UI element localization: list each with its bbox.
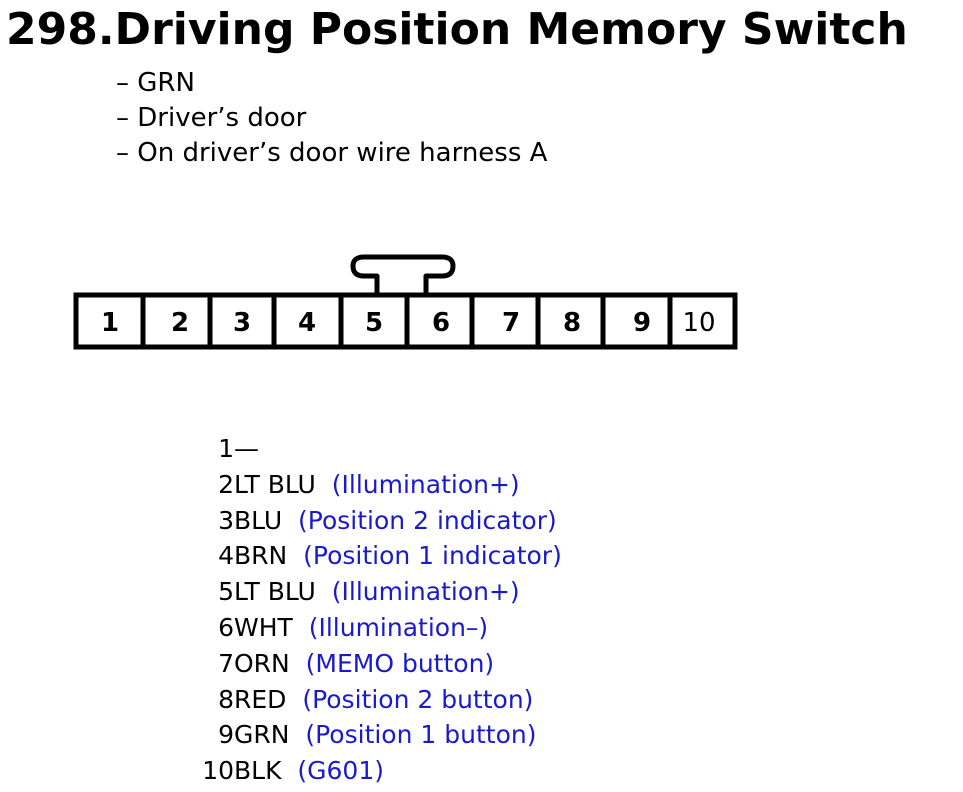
- wire-color: BLU: [234, 505, 283, 535]
- wire-color: GRN: [234, 720, 290, 750]
- pin-function: (Position 2 button): [302, 684, 534, 714]
- pin-number: 6: [218, 612, 234, 642]
- connector-harness: – On driver’s door wire harness A: [116, 138, 548, 168]
- wire-color: BLK: [234, 756, 282, 786]
- pin-label-10: 10: [682, 308, 715, 338]
- pin-label-5: 5: [365, 308, 383, 338]
- wire-color: BRN: [234, 541, 288, 571]
- pinout-row: 1 —: [0, 431, 963, 467]
- pin-label-9: 9: [633, 308, 651, 338]
- no-connection-dash: —: [234, 434, 259, 463]
- pinout-row: 2 LT BLU (Illumination+): [0, 467, 963, 503]
- pin-number: 4: [218, 541, 234, 571]
- pin-detail: ORN (MEMO button): [234, 646, 494, 682]
- connector-latch: [350, 254, 456, 296]
- pin-number: 3: [218, 505, 234, 535]
- pin-label-1: 1: [101, 308, 119, 338]
- connector-diagram: 1 2 3 4 5 6 7 8 9 10: [73, 254, 738, 350]
- wire-color: RED: [234, 684, 287, 714]
- pin-detail: GRN (Position 1 button): [234, 717, 536, 753]
- connector-location: – Driver’s door: [116, 103, 307, 133]
- wire-color: LT BLU: [234, 469, 316, 499]
- pin-function: (G601): [297, 756, 384, 786]
- cavity-dividers: [140, 295, 673, 347]
- pin-number: 10: [202, 756, 234, 786]
- pin-number: 5: [218, 577, 234, 607]
- pin-function: (Illumination–): [308, 612, 489, 642]
- pin-number: 9: [218, 720, 234, 750]
- pin-label-2: 2: [171, 308, 189, 338]
- pin-label-7: 7: [502, 308, 520, 338]
- pinout-row: 9 GRN (Position 1 button): [0, 717, 963, 753]
- wire-color: LT BLU: [234, 577, 316, 607]
- pin-label-4: 4: [298, 308, 316, 338]
- pinout-row: 7 ORN (MEMO button): [0, 646, 963, 682]
- pinout-row: 8 RED (Position 2 button): [0, 682, 963, 718]
- pin-function: (MEMO button): [305, 648, 495, 678]
- pin-function: (Illumination+): [331, 469, 520, 499]
- pinout-list: 1 — 2 LT BLU (Illumination+) 3 BLU (Posi…: [0, 431, 963, 789]
- pin-detail: WHT (Illumination–): [234, 610, 488, 646]
- pin-function: (Position 1 indicator): [303, 541, 562, 571]
- pinout-row: 4 BRN (Position 1 indicator): [0, 538, 963, 574]
- pin-function: (Position 2 indicator): [298, 505, 557, 535]
- wire-color: ORN: [234, 648, 290, 678]
- pin-number: 2: [218, 469, 234, 499]
- pinout-row: 10 BLK (G601): [0, 753, 963, 789]
- page-title: 298.Driving Position Memory Switch: [6, 4, 908, 55]
- pin-detail: LT BLU (Illumination+): [234, 467, 520, 503]
- pin-detail: LT BLU (Illumination+): [234, 574, 520, 610]
- connector-color: – GRN: [116, 68, 195, 98]
- pin-detail: BLK (G601): [234, 753, 384, 789]
- wire-color: WHT: [234, 612, 293, 642]
- pin-function: (Illumination+): [331, 577, 520, 607]
- pin-detail: —: [234, 431, 259, 467]
- pinout-row: 6 WHT (Illumination–): [0, 610, 963, 646]
- pinout-row: 5 LT BLU (Illumination+): [0, 574, 963, 610]
- connector-info-list: – GRN – Driver’s door – On driver’s door…: [116, 66, 547, 171]
- pin-detail: RED (Position 2 button): [234, 682, 533, 718]
- pin-number: 8: [218, 684, 234, 714]
- pin-label-3: 3: [233, 308, 251, 338]
- pin-number: 1: [218, 434, 234, 463]
- pin-label-6: 6: [432, 308, 450, 338]
- pin-detail: BRN (Position 1 indicator): [234, 538, 562, 574]
- pin-number: 7: [218, 648, 234, 678]
- pin-label-8: 8: [563, 308, 581, 338]
- pin-function: (Position 1 button): [305, 720, 537, 750]
- pin-detail: BLU (Position 2 indicator): [234, 503, 557, 539]
- pinout-row: 3 BLU (Position 2 indicator): [0, 503, 963, 539]
